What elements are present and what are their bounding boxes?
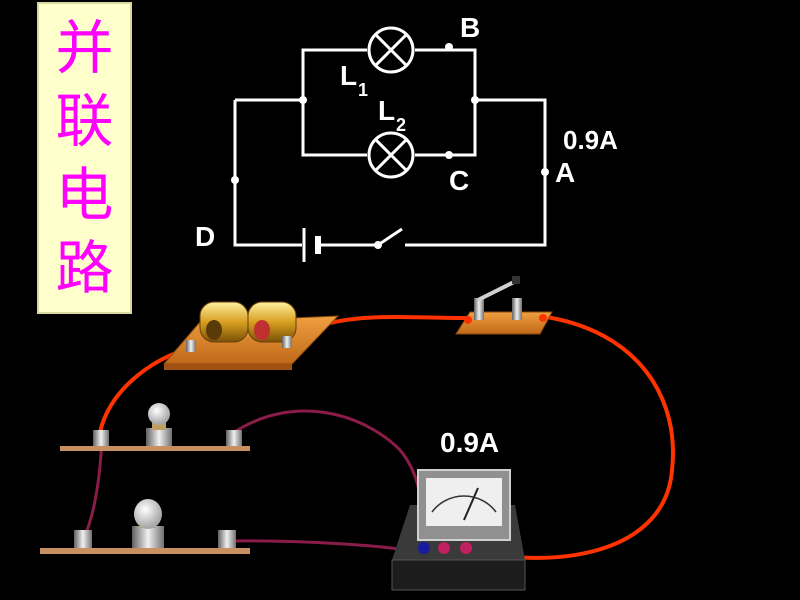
label-d: D [195,221,215,252]
ammeter-reading: 0.9A [440,427,499,458]
node-b [445,43,453,51]
label-c: C [449,165,469,196]
node-a [541,168,549,176]
bulb-l2-symbol [367,131,415,179]
schematic-branch-top-left [301,48,367,100]
battery-symbol [302,228,321,262]
node-d [231,176,239,184]
label-l1: L [340,60,357,91]
node-left-junction [299,96,307,104]
title-box: 并 联 电 路 [37,2,132,314]
knife-switch [455,276,553,335]
title-char-4: 路 [55,233,114,302]
battery-holder [162,301,340,370]
schematic-wire-left [233,100,302,247]
circuit-schematic [233,48,547,247]
ammeter [391,469,526,591]
label-l2-sub: 2 [396,115,406,135]
bulb-l1-symbol [367,26,415,74]
schematic-branch-top-right [415,48,477,100]
label-l1-sub: 1 [358,80,368,100]
switch-symbol [377,227,403,247]
red-wire-switch-to-ammeter [463,314,675,560]
schematic-branch-bottom-right [415,100,477,157]
label-l2: L [378,95,395,126]
purple-wire-bulb2-to-ammeter [223,539,422,554]
purple-wire-bulb1-to-bulb2 [84,436,104,535]
purple-wire-bulb1-to-ammeter [231,409,424,550]
bulb-board-1 [60,403,250,451]
title-char-3: 电 [55,160,114,229]
schematic-nodes [231,43,549,249]
bulb-board-2 [40,499,250,554]
schematic-branch-bottom-left [301,100,367,157]
node-switch-pivot [374,241,382,249]
node-right-junction [471,96,479,104]
title-char-2: 联 [55,87,114,156]
label-b: B [460,12,480,43]
label-a: A [555,157,575,188]
title-char-1: 并 [55,14,114,83]
schematic-current-reading: 0.9A [563,125,618,155]
node-c [445,151,453,159]
